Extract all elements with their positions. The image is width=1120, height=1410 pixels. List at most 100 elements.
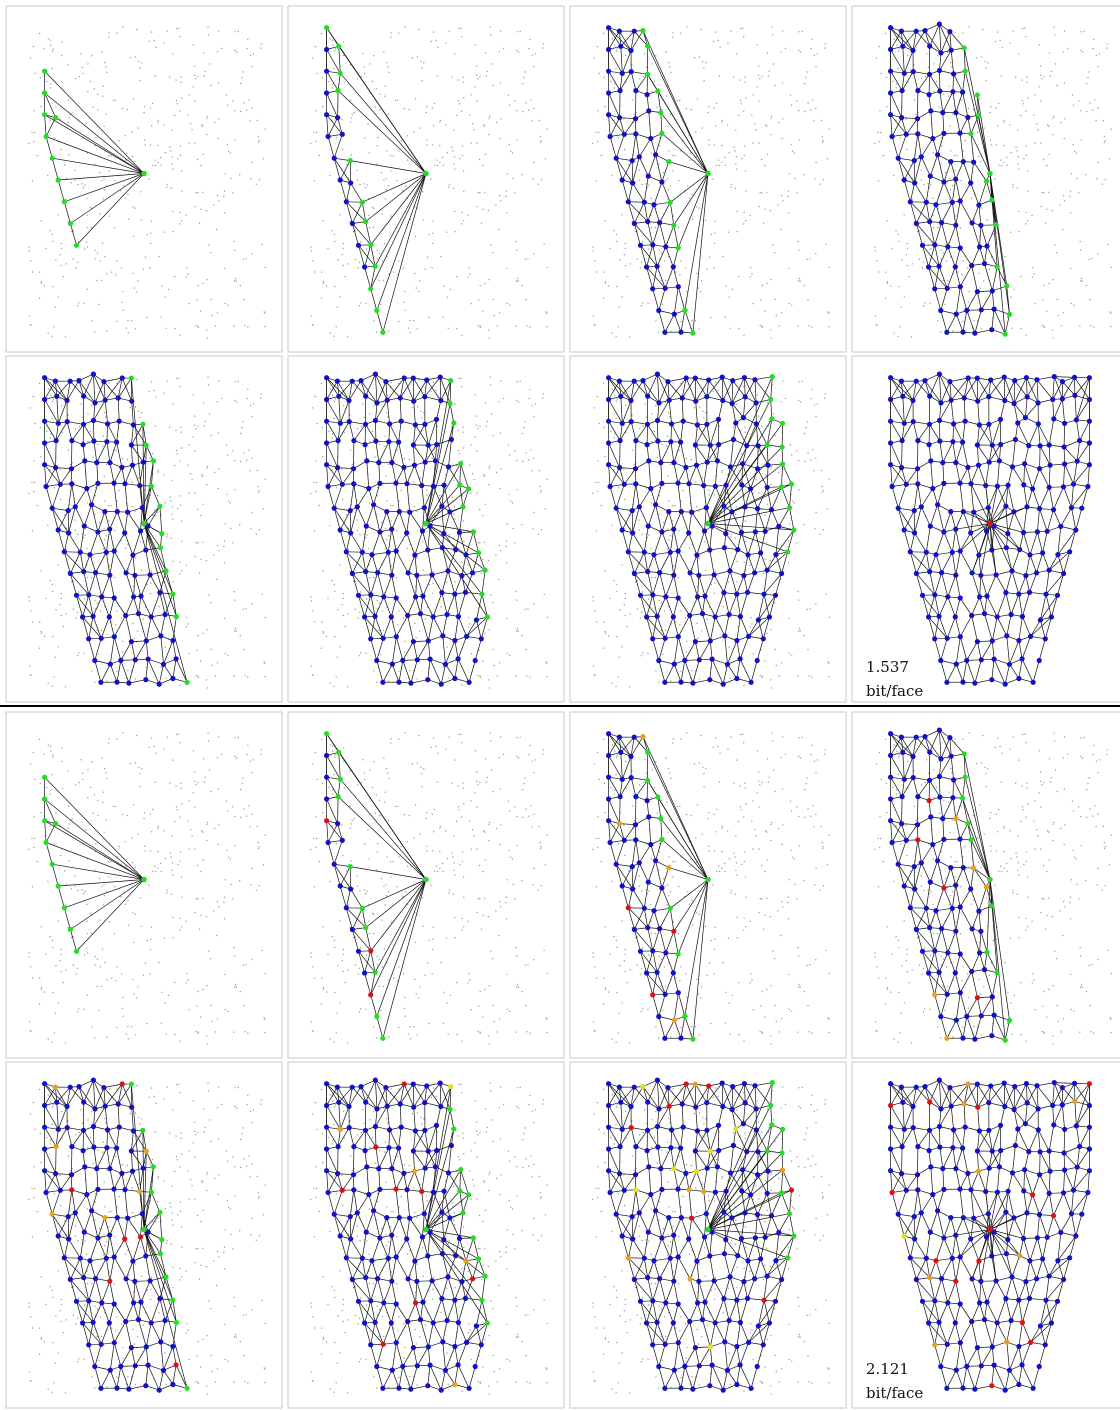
mesh-vertex (393, 480, 399, 486)
unprocessed-vertex (124, 197, 127, 199)
unprocessed-vertex (736, 560, 738, 563)
unprocessed-vertex (713, 242, 716, 245)
mesh-vertex (961, 45, 967, 51)
mesh-edge (937, 133, 945, 155)
unprocessed-vertex (67, 99, 70, 101)
mesh-edge (901, 73, 905, 91)
mesh-edge (624, 118, 636, 135)
unprocessed-vertex (78, 75, 81, 78)
unprocessed-vertex (40, 281, 42, 283)
unprocessed-vertex (791, 500, 794, 502)
unprocessed-vertex (1046, 310, 1048, 312)
mesh-edge (940, 288, 948, 311)
unprocessed-vertex (138, 410, 140, 413)
unprocessed-vertex (232, 100, 234, 102)
mesh-edge (93, 400, 106, 421)
unprocessed-vertex (136, 28, 138, 31)
unprocessed-vertex (618, 656, 620, 658)
unprocessed-vertex (249, 470, 251, 472)
unprocessed-vertex (376, 163, 378, 165)
unprocessed-vertex (879, 110, 881, 112)
unprocessed-vertex (1041, 191, 1043, 194)
unprocessed-vertex (812, 449, 814, 451)
mesh-edge (977, 291, 982, 310)
mesh-vertex (65, 508, 71, 514)
mesh-edge (138, 596, 142, 614)
unprocessed-vertex (1031, 214, 1033, 216)
unprocessed-vertex (108, 170, 110, 172)
mesh-edge (109, 529, 115, 552)
mesh-edge (952, 73, 954, 92)
unprocessed-vertex (188, 94, 190, 96)
unprocessed-vertex (516, 599, 518, 601)
unprocessed-vertex (154, 514, 157, 517)
unprocessed-vertex (85, 241, 88, 243)
unprocessed-vertex (970, 197, 973, 199)
unprocessed-vertex (995, 144, 998, 146)
mesh-edge (630, 30, 644, 51)
unprocessed-vertex (202, 282, 204, 285)
unprocessed-vertex (478, 508, 481, 511)
unprocessed-vertex (669, 66, 671, 68)
unprocessed-vertex (257, 491, 260, 494)
unprocessed-vertex (521, 634, 523, 637)
unprocessed-vertex (913, 64, 915, 66)
unprocessed-vertex (631, 64, 633, 66)
unprocessed-vertex (406, 135, 408, 137)
mesh-edge (86, 488, 92, 505)
unprocessed-vertex (110, 155, 112, 157)
mesh-vertex (675, 284, 681, 290)
unprocessed-vertex (172, 403, 174, 405)
mesh-edge (172, 594, 177, 617)
unprocessed-vertex (744, 170, 747, 172)
unprocessed-vertex (458, 103, 460, 105)
unprocessed-vertex (157, 471, 159, 473)
unprocessed-vertex (758, 492, 760, 494)
unprocessed-vertex (382, 629, 385, 632)
mesh-vertex (470, 570, 476, 576)
mesh-vertex (393, 634, 399, 640)
unprocessed-vertex (1088, 258, 1090, 261)
mesh-edge (44, 92, 56, 118)
unprocessed-vertex (424, 268, 426, 270)
unprocessed-vertex (241, 426, 243, 429)
unprocessed-vertex (609, 247, 611, 250)
unprocessed-vertex (516, 381, 518, 383)
unprocessed-vertex (242, 421, 244, 423)
unprocessed-vertex (346, 336, 349, 338)
mesh-vertex (938, 307, 944, 314)
unprocessed-vertex (332, 83, 334, 85)
fan-edge (668, 161, 709, 174)
unprocessed-vertex (479, 676, 481, 678)
unprocessed-vertex (619, 259, 621, 261)
unprocessed-vertex (322, 632, 325, 634)
unprocessed-vertex (743, 495, 746, 497)
unprocessed-vertex (597, 110, 599, 112)
mesh-vertex (452, 637, 458, 644)
mesh-vertex (137, 482, 143, 489)
unprocessed-vertex (381, 610, 384, 612)
mesh-edge (642, 30, 649, 47)
mesh-edge (890, 114, 893, 137)
unprocessed-vertex (360, 425, 362, 428)
unprocessed-vertex (664, 279, 667, 282)
mesh-vertex (441, 531, 447, 537)
unprocessed-vertex (188, 303, 190, 305)
unprocessed-vertex (132, 235, 135, 238)
mesh-edge (922, 245, 940, 267)
mesh-vertex (368, 242, 374, 248)
unprocessed-vertex (790, 143, 792, 146)
mesh-edge (339, 179, 347, 202)
mesh-edge (82, 616, 102, 639)
unprocessed-vertex (342, 242, 344, 245)
unprocessed-vertex (134, 207, 136, 209)
unprocessed-vertex (1039, 74, 1042, 77)
mesh-edge (947, 246, 956, 268)
fan-edge (44, 92, 145, 174)
unprocessed-vertex (174, 275, 176, 278)
mesh-edge (96, 441, 108, 463)
unprocessed-vertex (712, 40, 714, 43)
unprocessed-vertex (384, 445, 386, 447)
unprocessed-vertex (195, 191, 197, 194)
unprocessed-vertex (645, 183, 647, 185)
